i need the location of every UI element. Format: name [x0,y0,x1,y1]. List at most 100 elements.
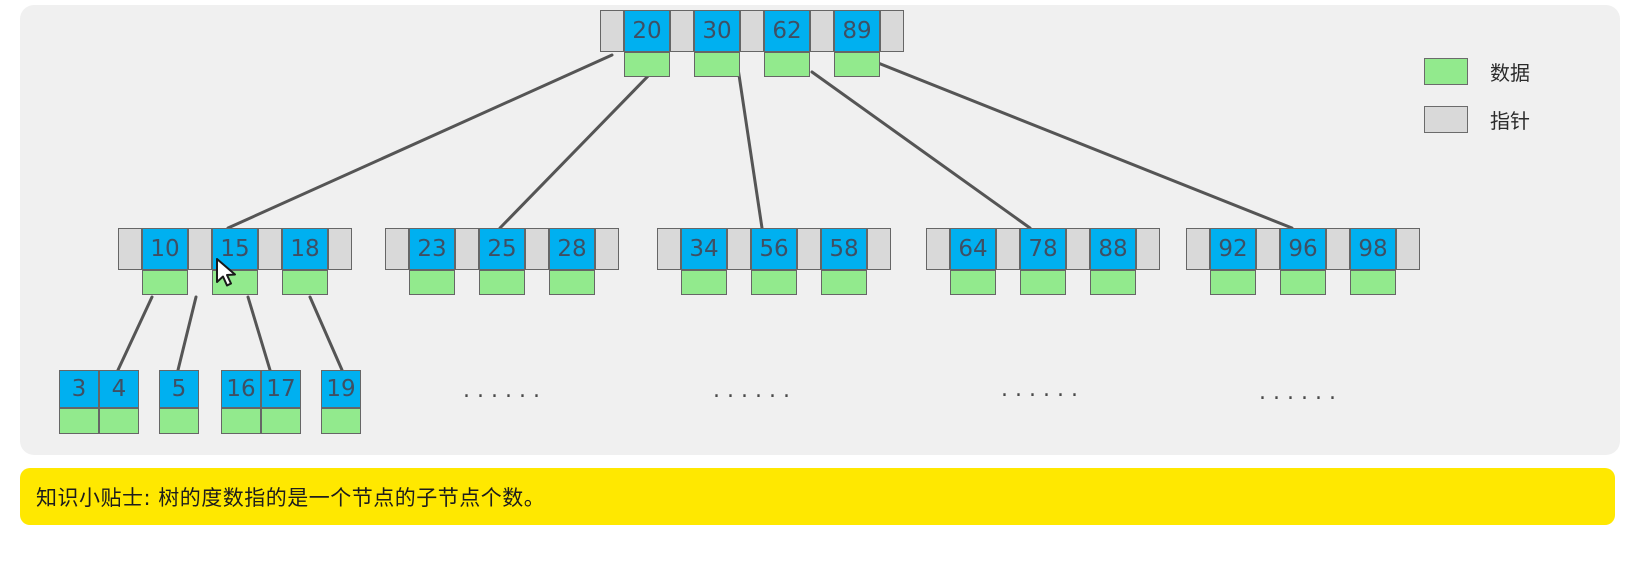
root-key-cell-3[interactable]: 89 [834,10,880,77]
data-cell[interactable] [409,270,455,295]
key-value[interactable]: 18 [282,228,328,270]
key-value[interactable]: 20 [624,10,670,52]
leaf-node-2[interactable]: 5 [159,370,199,434]
root-pointer-cell-4[interactable] [880,10,904,77]
internal-node-1[interactable]: 10 15 18 [118,228,352,295]
leaf-node-3[interactable]: 16 17 [221,370,301,434]
pointer-cell[interactable] [867,228,891,270]
pointer-cell-1[interactable] [188,228,212,295]
data-cell[interactable] [950,270,996,295]
pointer-cell-2[interactable] [1066,228,1090,295]
key-value[interactable]: 28 [549,228,595,270]
pointer-cell[interactable] [188,228,212,270]
key-value[interactable]: 17 [261,370,301,408]
key-value[interactable]: 16 [221,370,261,408]
data-cell[interactable] [1210,270,1256,295]
pointer-cell-3[interactable] [328,228,352,295]
key-value[interactable]: 78 [1020,228,1066,270]
data-cell[interactable] [321,408,361,434]
leaf-cell-0[interactable]: 5 [159,370,199,434]
data-cell[interactable] [764,52,810,77]
data-cell[interactable] [142,270,188,295]
pointer-cell[interactable] [727,228,751,270]
leaf-cell-0[interactable]: 19 [321,370,361,434]
key-cell-0[interactable]: 23 [409,228,455,295]
key-cell-1[interactable]: 78 [1020,228,1066,295]
key-value[interactable]: 88 [1090,228,1136,270]
pointer-cell-3[interactable] [595,228,619,295]
key-value[interactable]: 19 [321,370,361,408]
data-cell[interactable] [834,52,880,77]
pointer-cell-0[interactable] [926,228,950,295]
data-cell[interactable] [624,52,670,77]
key-cell-2[interactable]: 28 [549,228,595,295]
pointer-cell-3[interactable] [1396,228,1420,295]
root-pointer-cell-0[interactable] [600,10,624,77]
pointer-cell-0[interactable] [118,228,142,295]
pointer-cell[interactable] [926,228,950,270]
pointer-cell-1[interactable] [996,228,1020,295]
data-cell[interactable] [59,408,99,434]
data-cell[interactable] [159,408,199,434]
pointer-cell[interactable] [258,228,282,270]
key-cell-1[interactable]: 56 [751,228,797,295]
data-cell[interactable] [1020,270,1066,295]
key-value[interactable]: 34 [681,228,727,270]
key-cell-0[interactable]: 34 [681,228,727,295]
root-pointer-cell-3[interactable] [810,10,834,77]
data-cell[interactable] [212,270,258,295]
pointer-cell-0[interactable] [1186,228,1210,295]
leaf-node-4[interactable]: 19 [321,370,361,434]
pointer-cell[interactable] [1136,228,1160,270]
pointer-cell-2[interactable] [525,228,549,295]
internal-node-4[interactable]: 64 78 88 [926,228,1160,295]
root-pointer-cell-2[interactable] [740,10,764,77]
pointer-cell[interactable] [810,10,834,52]
pointer-cell-3[interactable] [1136,228,1160,295]
data-cell[interactable] [261,408,301,434]
pointer-cell[interactable] [797,228,821,270]
pointer-cell[interactable] [525,228,549,270]
data-cell[interactable] [694,52,740,77]
pointer-cell-1[interactable] [727,228,751,295]
pointer-cell[interactable] [740,10,764,52]
pointer-cell[interactable] [595,228,619,270]
pointer-cell-0[interactable] [385,228,409,295]
key-value[interactable]: 3 [59,370,99,408]
key-cell-0[interactable]: 64 [950,228,996,295]
key-value[interactable]: 98 [1350,228,1396,270]
data-cell[interactable] [549,270,595,295]
key-value[interactable]: 25 [479,228,525,270]
internal-node-5[interactable]: 92 96 98 [1186,228,1420,295]
data-cell[interactable] [221,408,261,434]
pointer-cell[interactable] [1186,228,1210,270]
pointer-cell[interactable] [1396,228,1420,270]
pointer-cell[interactable] [385,228,409,270]
internal-node-3[interactable]: 34 56 58 [657,228,891,295]
key-value[interactable]: 23 [409,228,455,270]
root-key-cell-2[interactable]: 62 [764,10,810,77]
root-pointer-cell-1[interactable] [670,10,694,77]
data-cell[interactable] [1350,270,1396,295]
key-cell-1[interactable]: 25 [479,228,525,295]
data-cell[interactable] [1090,270,1136,295]
key-cell-2[interactable]: 58 [821,228,867,295]
pointer-cell-3[interactable] [867,228,891,295]
root-node[interactable]: 20 30 62 89 [600,10,904,77]
pointer-cell[interactable] [600,10,624,52]
pointer-cell[interactable] [455,228,479,270]
root-key-cell-0[interactable]: 20 [624,10,670,77]
key-cell-0[interactable]: 92 [1210,228,1256,295]
key-value[interactable]: 96 [1280,228,1326,270]
leaf-cell-0[interactable]: 16 [221,370,261,434]
pointer-cell-2[interactable] [797,228,821,295]
key-value[interactable]: 15 [212,228,258,270]
data-cell[interactable] [282,270,328,295]
key-value[interactable]: 58 [821,228,867,270]
root-key-cell-1[interactable]: 30 [694,10,740,77]
pointer-cell-2[interactable] [258,228,282,295]
key-cell-2[interactable]: 98 [1350,228,1396,295]
data-cell[interactable] [751,270,797,295]
data-cell[interactable] [821,270,867,295]
data-cell[interactable] [99,408,139,434]
